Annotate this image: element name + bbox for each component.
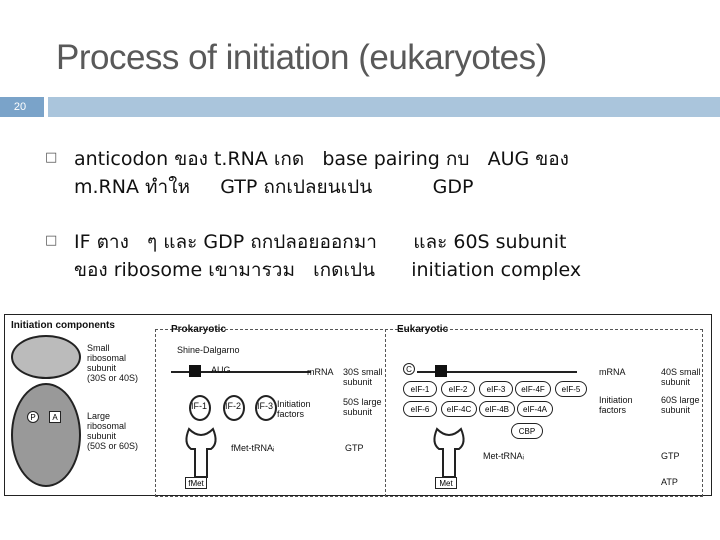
initiation-components-figure: Initiation components Prokaryotic Eukary… — [4, 314, 712, 497]
eif-4f: eIF-4F — [515, 381, 551, 397]
pro-initiation-factors-label: Initiation factors — [277, 399, 311, 419]
pro-gtp-label: GTP — [345, 443, 364, 453]
bullet-1-line-1: anticodon ของ t.RNA เกด base pairing กบ … — [74, 148, 569, 170]
bullet-icon: □ — [45, 150, 58, 165]
euk-aug-box — [435, 365, 447, 377]
euk-trna-label: Met-tRNAᵢ — [483, 451, 524, 461]
euk-mrna-strand — [417, 371, 577, 373]
slide-number-bar — [0, 97, 44, 117]
eif-5: eIF-5 — [555, 381, 587, 397]
if-2-label: IF-2 — [225, 401, 242, 411]
pro-50s-label: 50S large subunit — [343, 397, 382, 417]
components-header: Initiation components — [11, 320, 115, 331]
pro-mrna-label: mRNA — [307, 367, 334, 377]
slide-title: Process of initiation (eukaryotes) — [56, 38, 547, 77]
pro-30s-label: 30S small subunit — [343, 367, 383, 387]
eif-4c: eIF-4C — [441, 401, 477, 417]
pro-trna-shape — [185, 427, 217, 478]
bullet-icon: □ — [45, 233, 58, 248]
shine-dalgarno-label: Shine-Dalgarno — [177, 345, 240, 355]
if-1-shape — [189, 395, 211, 421]
eif-4a: eIF-4A — [517, 401, 553, 417]
if-2-shape — [223, 395, 245, 421]
cbp: CBP — [511, 423, 543, 439]
eif-1: eIF-1 — [403, 381, 437, 397]
cap-icon: C — [403, 363, 415, 375]
shine-dalgarno-box — [189, 365, 201, 377]
figure-divider — [385, 329, 386, 497]
euk-40s-label: 40S small subunit — [661, 367, 701, 387]
pro-mrna-strand — [171, 371, 311, 373]
eif-3: eIF-3 — [479, 381, 513, 397]
large-subunit-label: Large ribosomal subunit (50S or 60S) — [87, 411, 139, 451]
figure-frame — [155, 329, 703, 497]
eif-4b: eIF-4B — [479, 401, 515, 417]
euk-atp-label: ATP — [661, 477, 678, 487]
if-3-shape — [255, 395, 277, 421]
euk-mrna-label: mRNA — [599, 367, 626, 377]
bullet-2-line-1: IF ตาง ๆ และ GDP ถกปลอยออกมา และ 60S sub… — [74, 231, 567, 253]
eif-2: eIF-2 — [441, 381, 475, 397]
slide-number: 20 — [13, 101, 27, 113]
bullet-1-line-2: m.RNA ทำให GTP ถกเปลยนเปน GDP — [74, 176, 474, 198]
prokaryotic-header: Prokaryotic — [171, 324, 227, 335]
euk-met-box: Met — [435, 477, 457, 489]
p-site: P — [27, 411, 39, 423]
pro-trna-label: fMet-tRNAᵢ — [231, 443, 275, 453]
euk-trna-shape — [433, 427, 465, 478]
euk-initiation-factors-label: Initiation factors — [599, 395, 633, 415]
aug-label: AUG — [211, 365, 231, 375]
large-subunit-shape — [11, 383, 81, 487]
header-bar — [48, 97, 720, 117]
euk-60s-label: 60S large subunit — [661, 395, 700, 415]
euk-gtp-label: GTP — [661, 451, 680, 461]
bullet-2-line-2: ของ ribosome เขามารวม เกดเปน initiation … — [74, 259, 582, 281]
eukaryotic-header: Eukaryotic — [397, 324, 449, 335]
small-subunit-label: Small ribosomal subunit (30S or 40S) — [87, 343, 139, 383]
if-3-label: IF-3 — [257, 401, 274, 411]
small-subunit-shape — [11, 335, 81, 379]
pro-met-box: fMet — [185, 477, 207, 489]
eif-6: eIF-6 — [403, 401, 437, 417]
a-site: A — [49, 411, 61, 423]
if-1-label: IF-1 — [191, 401, 208, 411]
